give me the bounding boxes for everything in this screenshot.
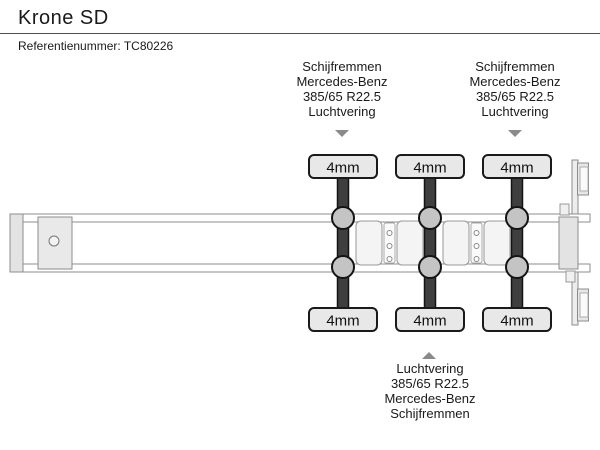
rear-bracket-top <box>559 203 570 216</box>
wheel-hub <box>331 255 355 279</box>
suspension-plate <box>442 220 470 266</box>
annotation-line: Luchtvering <box>308 104 376 119</box>
wheel-hub <box>418 255 442 279</box>
dot <box>386 256 393 262</box>
dot <box>386 230 393 236</box>
axle-3: 4mm 4mm <box>482 154 552 332</box>
wheel-hub <box>418 206 442 230</box>
annotation-line: Schijfremmen <box>475 59 555 74</box>
kingpin <box>48 235 60 247</box>
tread-depth-value: 4mm <box>413 160 446 177</box>
suspension-plate <box>396 220 424 266</box>
tread-depth-label <box>308 154 378 179</box>
reference-number: Referentienummer: TC80226 <box>18 39 174 53</box>
annotation-line: Mercedes-Benz <box>469 74 561 89</box>
annotation-line: Luchtvering <box>481 104 549 119</box>
tread-depth-label <box>395 307 465 332</box>
tread-depth-label <box>395 154 465 179</box>
dot <box>386 243 393 249</box>
axle-bar <box>336 176 350 312</box>
annotation-line: 385/65 R22.5 <box>475 89 555 104</box>
rear-crossmember <box>558 216 579 270</box>
tread-depth-label <box>308 307 378 332</box>
rear-box-bottom <box>577 288 589 322</box>
annotation-axle3: Schijfremmen Mercedes-Benz 385/65 R22.5 … <box>430 59 600 119</box>
suspension-plate <box>483 220 511 266</box>
tread-depth-label <box>482 307 552 332</box>
front-cap <box>9 213 24 273</box>
page-title: Krone SD <box>18 7 109 29</box>
annotation-line: Mercedes-Benz <box>384 391 476 406</box>
annotation-line: 385/65 R22.5 <box>302 89 382 104</box>
tread-depth-value: 4mm <box>500 313 533 330</box>
suspension-group-2 <box>442 220 511 266</box>
axle-2: 4mm 4mm <box>395 154 465 332</box>
annotation-axle2: Luchtvering 385/65 R22.5 Mercedes-Benz S… <box>345 361 515 421</box>
annotation-line: Schijfremmen <box>302 59 382 74</box>
annotation-axle1: Schijfremmen Mercedes-Benz 385/65 R22.5 … <box>257 59 427 119</box>
arrow-up-icon <box>422 352 436 359</box>
annotation-line: 385/65 R22.5 <box>390 376 470 391</box>
annotation-line: Luchtvering <box>396 361 464 376</box>
axle-1: 4mm 4mm <box>308 154 378 332</box>
dot <box>473 230 480 236</box>
tread-depth-value: 4mm <box>413 313 446 330</box>
arrow-down-icon <box>335 130 349 137</box>
annotation-line: Schijfremmen <box>390 406 470 421</box>
suspension-group-1 <box>355 220 424 266</box>
title-divider <box>0 33 600 34</box>
dot <box>473 243 480 249</box>
wheel-hub <box>505 255 529 279</box>
tread-depth-value: 4mm <box>326 160 359 177</box>
axle-bar <box>510 176 524 312</box>
dot <box>473 256 480 262</box>
rear-bracket-bottom <box>565 270 576 283</box>
tread-depth-value: 4mm <box>326 313 359 330</box>
tread-depth-value: 4mm <box>500 160 533 177</box>
axle-bar <box>423 176 437 312</box>
wheel-hub <box>505 206 529 230</box>
rear-box-top <box>577 162 589 196</box>
annotation-line: Mercedes-Benz <box>296 74 388 89</box>
arrow-down-icon <box>508 130 522 137</box>
suspension-plate <box>355 220 383 266</box>
tread-depth-label <box>482 154 552 179</box>
wheel-hub <box>331 206 355 230</box>
